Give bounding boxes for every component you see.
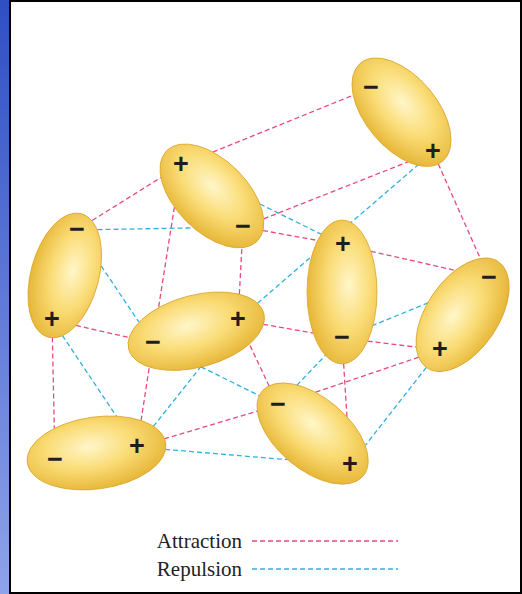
charge-holder: − <box>363 74 379 101</box>
attraction-line <box>92 178 161 221</box>
attraction-line <box>76 325 129 337</box>
charge-holder: − <box>69 216 85 243</box>
repulsion-line <box>365 367 426 445</box>
charge-sign: − <box>69 214 85 244</box>
dipole-molecule: −+ <box>26 211 104 340</box>
legend-label: Repulsion <box>157 557 242 581</box>
repulsion-line <box>260 204 321 234</box>
dipole-molecule: +− <box>305 218 379 366</box>
attraction-line <box>249 344 269 386</box>
charge-sign: − <box>363 72 379 102</box>
charge-holder: − <box>235 213 251 240</box>
repulsion-line <box>297 355 326 385</box>
legend-entry: Attraction <box>0 527 522 555</box>
dipole-molecule: −+ <box>414 256 511 373</box>
attraction-line <box>159 207 175 307</box>
repulsion-line <box>165 449 288 459</box>
charge-sign: + <box>44 304 60 334</box>
charge-holder: + <box>44 306 60 333</box>
repulsion-line <box>62 335 116 416</box>
attraction-line <box>239 248 241 294</box>
legend-label: Attraction <box>157 529 242 553</box>
attraction-line <box>164 411 257 439</box>
dipole-molecule: −+ <box>126 290 267 372</box>
charge-sign: − <box>47 444 63 474</box>
charge-holder: − <box>481 264 497 291</box>
molecule-outline <box>414 256 511 373</box>
charge-sign: + <box>335 229 351 259</box>
attraction-line <box>52 337 54 428</box>
repulsion-line <box>153 367 200 427</box>
legend-dash <box>252 568 398 569</box>
molecule-ellipse <box>255 381 370 486</box>
charge-holder: − <box>47 446 63 473</box>
charge-holder: + <box>129 433 145 460</box>
dipole-molecule: −+ <box>255 381 370 486</box>
charge-holder: + <box>335 231 351 258</box>
attraction-line <box>141 367 149 421</box>
charge-sign: − <box>235 211 251 241</box>
molecule-ellipse <box>158 142 266 250</box>
legend-text-holder: Repulsion <box>60 555 242 583</box>
legend-entry: Repulsion <box>0 555 522 583</box>
legend-line-sample <box>252 567 398 571</box>
repulsion-line <box>97 228 193 230</box>
charge-sign: + <box>432 334 448 364</box>
molecule-outline <box>25 414 168 492</box>
charge-holder: + <box>173 151 189 178</box>
molecule-ellipse <box>414 256 511 373</box>
molecule-ellipse <box>307 220 377 364</box>
attraction-line <box>368 341 417 347</box>
legend-line-sample <box>252 539 398 543</box>
repulsion-line <box>201 367 260 396</box>
charge-holder: − <box>145 329 161 356</box>
attraction-line <box>263 231 318 241</box>
charge-sign: − <box>145 327 161 357</box>
molecule-outline <box>26 211 104 340</box>
dipole-molecule: −+ <box>25 414 168 492</box>
charge-sign: + <box>230 304 246 334</box>
attraction-line <box>213 95 354 152</box>
charge-holder: + <box>432 336 448 363</box>
dipole-molecule: +− <box>158 142 266 250</box>
charge-holder: − <box>334 324 350 351</box>
dipole-molecule: −+ <box>350 56 453 168</box>
legend-dash <box>252 540 398 541</box>
charge-sign: + <box>425 136 441 166</box>
charge-sign: + <box>173 149 189 179</box>
molecule-ellipse <box>25 414 168 492</box>
charge-holder: − <box>270 391 286 418</box>
molecule-ellipse <box>126 290 267 372</box>
attraction-line <box>438 164 480 259</box>
repulsion-line <box>101 266 139 322</box>
charge-holder: + <box>230 306 246 333</box>
attraction-line <box>315 357 419 392</box>
attraction-line <box>264 162 409 219</box>
molecule-ellipse <box>350 56 453 168</box>
molecule-ellipse <box>26 211 104 340</box>
charge-holder: + <box>342 451 358 478</box>
charge-sign: + <box>129 431 145 461</box>
attraction-line <box>344 364 347 417</box>
charge-sign: − <box>270 389 286 419</box>
charge-sign: − <box>334 322 350 352</box>
charge-sign: + <box>342 449 358 479</box>
legend-text-holder: Attraction <box>60 527 242 555</box>
attraction-line <box>371 251 456 270</box>
charge-holder: + <box>425 138 441 165</box>
charge-sign: − <box>481 262 497 292</box>
attraction-line <box>263 324 313 333</box>
side-strip <box>0 0 10 594</box>
